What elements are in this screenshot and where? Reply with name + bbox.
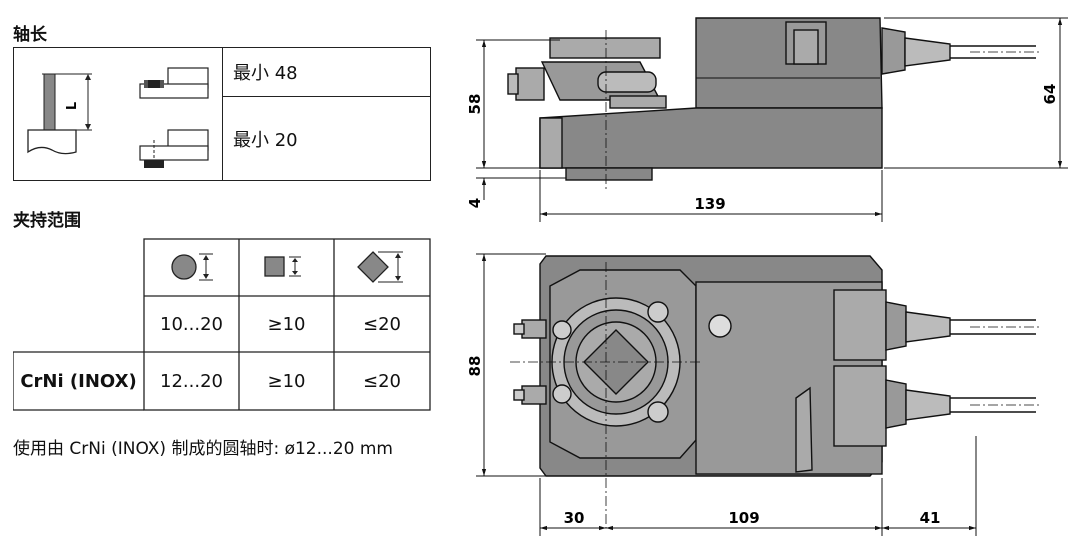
diamond-range-crni: ≤20 — [363, 370, 401, 392]
dim-total-height: 64 — [1041, 84, 1059, 105]
round-shaft-icon — [171, 253, 213, 281]
diamond-shaft-icon — [357, 251, 403, 283]
dim-body-length: 109 — [728, 509, 759, 527]
clamping-range-heading: 夹持范围 — [13, 211, 81, 231]
shaft-length-min48: 最小 48 — [222, 47, 431, 97]
actuator-dimension-drawing: 58 4 64 139 — [466, 17, 1068, 536]
round-range-crni: 12...20 — [160, 370, 223, 392]
round-range-standard: 10...20 — [160, 313, 223, 335]
dimension-letter: L — [65, 102, 80, 110]
dim-base-height: 4 — [466, 198, 484, 208]
dim-cable-length: 41 — [920, 509, 941, 527]
square-shaft-icon — [264, 256, 301, 277]
dim-side-height: 58 — [466, 94, 484, 115]
crni-row-label: CrNi (INOX) — [20, 370, 137, 392]
shaft-length-heading: 轴长 — [13, 25, 47, 45]
square-range-standard: ≥10 — [267, 313, 306, 335]
clamping-range-table: 10...20 ≥10 ≤20 CrNi (INOX) 12...20 ≥10 … — [13, 238, 431, 411]
shaft-length-min20: 最小 20 — [222, 96, 431, 181]
square-range-crni: ≥10 — [267, 370, 306, 392]
diamond-range-standard: ≤20 — [363, 313, 401, 335]
top-view: 88 30 109 41 — [466, 253, 1040, 536]
side-view: 58 4 64 139 — [466, 17, 1068, 222]
shaft-illustration: L — [27, 67, 209, 168]
dim-side-length: 139 — [694, 195, 725, 213]
shaft-length-table: L 最小 48 最小 20 — [13, 47, 431, 181]
shaft-illustration-cell: L — [13, 47, 223, 181]
dim-left-offset: 30 — [564, 509, 585, 527]
dim-top-width: 88 — [466, 356, 484, 377]
crni-note: 使用由 CrNi (INOX) 制成的圆轴时: ø12...20 mm — [13, 439, 393, 459]
